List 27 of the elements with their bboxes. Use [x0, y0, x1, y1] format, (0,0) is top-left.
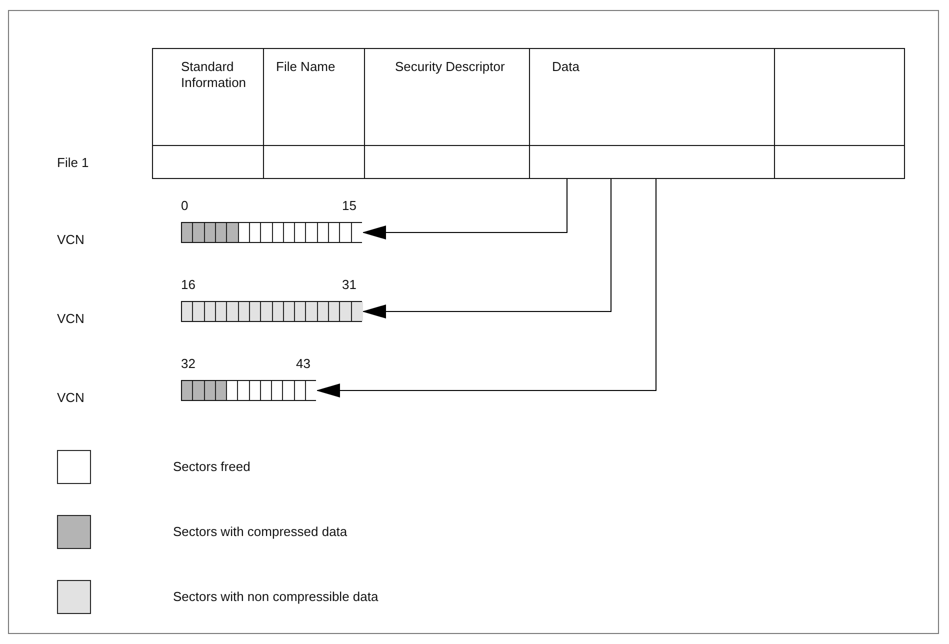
table-cell [774, 48, 905, 146]
vcn-number: 43 [296, 356, 310, 372]
vcn-number: 16 [181, 277, 196, 293]
column-heading: Security Descriptor [395, 59, 506, 75]
legend-label: Sectors with non compressible data [173, 589, 378, 605]
column-heading: Data [552, 59, 580, 75]
vcn-number: 32 [181, 356, 196, 372]
vcn-number: 0 [181, 198, 188, 214]
table-cell [774, 145, 905, 179]
arrow [362, 178, 612, 318]
arrow [316, 178, 656, 398]
arrow [362, 178, 568, 240]
sector-strip [181, 222, 362, 243]
sector-strip [181, 301, 362, 322]
table-cell [152, 145, 264, 179]
row-label: VCN [57, 390, 84, 406]
legend-label: Sectors with compressed data [173, 524, 348, 540]
row-label: VCN [57, 232, 84, 248]
vcn-number: 15 [342, 198, 356, 214]
row-label: VCN [57, 311, 84, 327]
column-heading: File Name [276, 59, 336, 75]
table-header-cell [152, 48, 264, 146]
legend-label: Sectors freed [173, 459, 250, 475]
sector-strip [181, 380, 316, 401]
row-label: File 1 [57, 155, 89, 171]
vcn-number: 31 [342, 277, 356, 293]
column-heading: Standard Information [181, 59, 248, 91]
